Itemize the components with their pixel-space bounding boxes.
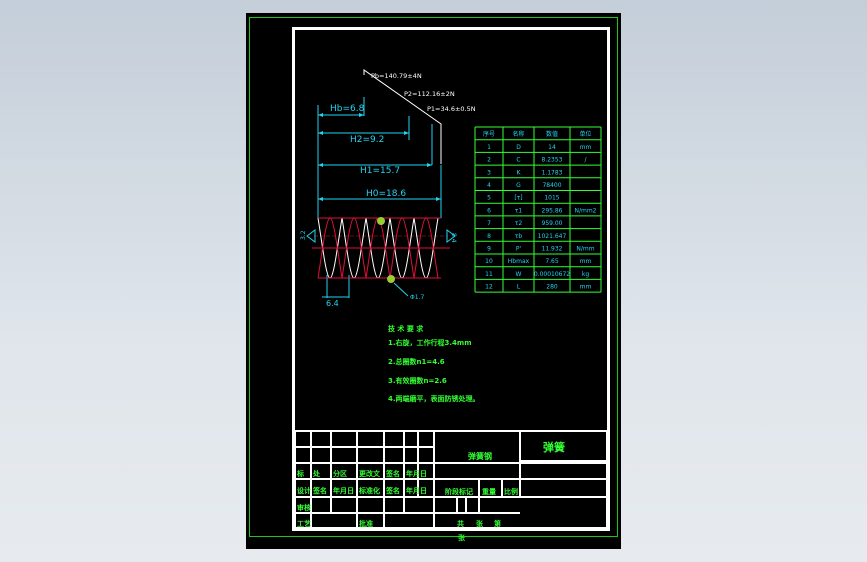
- title-block-cell: 分区: [333, 469, 347, 478]
- table-header-cell: 单位: [579, 130, 591, 138]
- outer-frame: [249, 17, 618, 537]
- title-block-cell: 标: [296, 469, 304, 478]
- title-block-cell: 标准化: [358, 486, 380, 495]
- table-cell: [τ]: [514, 195, 522, 202]
- table-cell: Hbmax: [508, 258, 530, 265]
- title-block-cell: 日: [420, 470, 427, 478]
- table-cell: 280: [546, 284, 558, 291]
- sheet-unit2-label: 张: [458, 533, 466, 542]
- title-block-cell: 年月日: [333, 486, 354, 495]
- title-block-cell: 签名: [385, 486, 400, 495]
- title-block-cell: 签名: [312, 486, 327, 495]
- pitch-label: 6.4: [326, 299, 339, 308]
- table-cell: kg: [582, 271, 589, 278]
- table-cell: 6: [487, 207, 491, 214]
- part-name-label: 弹簧: [543, 440, 565, 454]
- table-cell: 78400: [542, 182, 561, 189]
- table-cell: C: [516, 157, 520, 164]
- table-cell: τb: [515, 233, 523, 240]
- table-cell: τ2: [515, 220, 523, 227]
- title-block-cell: 审核: [297, 503, 311, 512]
- note-4: 4.两端磨平，表面防锈处理。: [388, 394, 480, 403]
- table-cell: 1021.647: [538, 233, 567, 240]
- table-cell: 1: [487, 144, 491, 151]
- pb-label: Pb=140.79±4N: [371, 72, 422, 80]
- left-end-label: 3.2: [300, 230, 307, 240]
- note-3: 3.有效圈数n=2.6: [388, 376, 447, 385]
- title-block: [294, 430, 608, 529]
- table-header-cell: 名称: [512, 130, 524, 138]
- table-cell: 959.00: [542, 220, 563, 227]
- table-cell: 9: [487, 246, 491, 253]
- table-cell: 12: [485, 284, 493, 291]
- table-cell: 0.00010672: [534, 271, 570, 278]
- title-block-cell: 更改文: [359, 469, 381, 478]
- table-cell: 8.2353: [542, 157, 563, 164]
- table-cell: P': [516, 246, 522, 253]
- table-cell: 5: [487, 195, 491, 202]
- scale-label: 比例: [504, 487, 518, 496]
- spring-coils: [306, 217, 456, 297]
- inner-frame: [292, 27, 610, 531]
- table-cell: 7: [487, 220, 491, 227]
- weight-label: 重量: [482, 487, 496, 496]
- title-block-cell: 签名: [385, 469, 400, 478]
- technical-notes: 技 术 要 求 1.右旋，工作行程3.4mm 2.总圈数n1=4.6 3.有效圈…: [388, 324, 480, 403]
- title-block-left-cells: 标处分区更改文签名年月日设计签名年月日标准化签名年月日审核工艺批准: [296, 469, 427, 528]
- table-cell: N/mm: [576, 246, 594, 253]
- table-cell: 14: [548, 144, 556, 151]
- note-1: 1.右旋，工作行程3.4mm: [388, 338, 472, 347]
- p1-label: P1=34.6±0.5N: [427, 105, 476, 113]
- title-block-cell: 设计: [297, 486, 311, 495]
- table-cell: W: [516, 271, 522, 278]
- table-cell: L: [517, 284, 521, 291]
- table-cell: 10: [485, 258, 493, 265]
- h1-label: H1=15.7: [360, 166, 400, 176]
- sheet-total-label: 共: [457, 519, 464, 528]
- h2-label: H2=9.2: [350, 135, 384, 145]
- dimension-lines: [317, 97, 442, 298]
- note-2: 2.总圈数n1=4.6: [388, 357, 445, 366]
- table-cell: 295.86: [542, 207, 563, 214]
- sheet-index-label: 第: [494, 519, 501, 528]
- table-cell: D: [516, 144, 521, 151]
- table-cell: 1.1783: [542, 169, 563, 176]
- table-cell: 8: [487, 233, 491, 240]
- table-cell: mm: [580, 144, 592, 151]
- table-cell: 2: [487, 157, 491, 164]
- h0-label: H0=18.6: [366, 189, 406, 199]
- right-end-label: 8.4: [450, 233, 457, 243]
- wire-diameter-label: Φ1.7: [410, 294, 424, 301]
- title-block-cell: 工艺: [297, 519, 311, 528]
- title-block-cell: 年月日: [406, 486, 427, 495]
- title-block-cell: 批准: [359, 519, 373, 528]
- dimension-arrows: [318, 113, 441, 201]
- table-cell: 7.65: [545, 258, 559, 265]
- material-label: 弹簧钢: [468, 451, 492, 461]
- table-header-cell: 序号: [483, 130, 495, 138]
- load-diagram: [363, 69, 442, 164]
- table-cell: 11.932: [542, 246, 563, 253]
- table-cell: N/mm2: [574, 207, 596, 214]
- title-block-cell: 年月: [406, 469, 420, 478]
- table-cell: 1015: [544, 195, 559, 202]
- table-header-cell: 数值: [546, 130, 558, 138]
- table-cell: 3: [487, 169, 491, 176]
- table-cell: K: [517, 169, 522, 176]
- table-cell: /: [584, 157, 587, 164]
- p2-label: P2=112.16±2N: [404, 90, 455, 98]
- table-cell: mm: [580, 284, 592, 291]
- hb-label: Hb=6.8: [330, 104, 365, 114]
- table-cell: mm: [580, 258, 592, 265]
- notes-title: 技 术 要 求: [388, 324, 424, 333]
- table-cell: τ1: [515, 207, 523, 214]
- table-cell: 11: [485, 271, 493, 278]
- sheet-unit-label: 张: [476, 519, 484, 528]
- title-block-cell: 处: [312, 469, 321, 478]
- table-cell: 4: [487, 182, 491, 189]
- parameter-table: 序号 名称 数值 单位 1 D 14 mm 2 C 8.2353 / 3 K 1.1783 4 G 78400 5 […: [474, 126, 602, 293]
- stage-mark-label: 阶段标记: [445, 487, 473, 496]
- table-cell: G: [516, 182, 521, 189]
